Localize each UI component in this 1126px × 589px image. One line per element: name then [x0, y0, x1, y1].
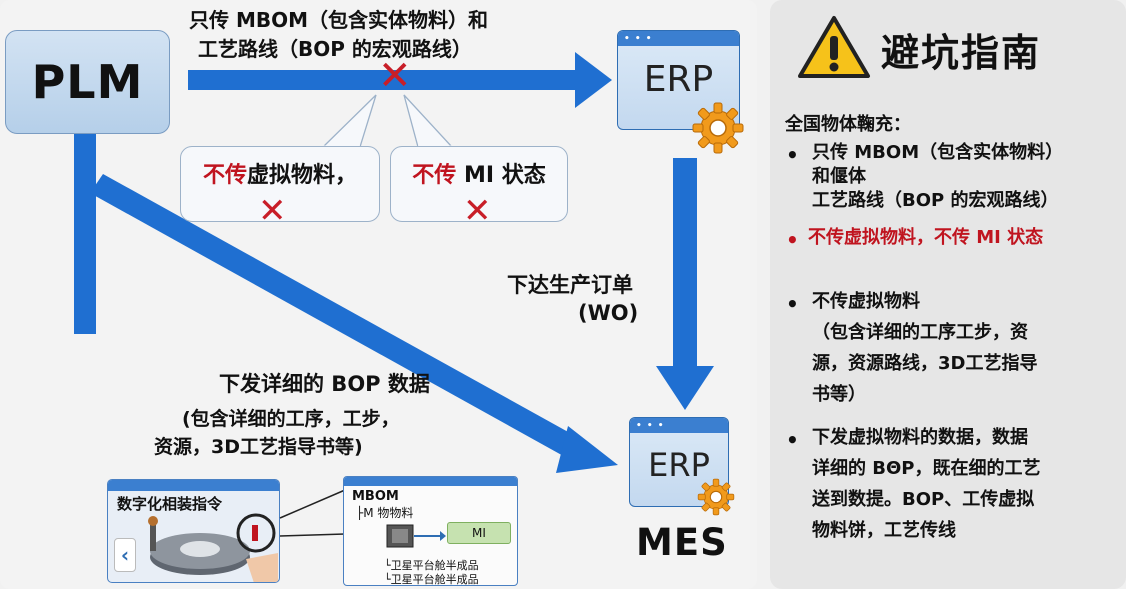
plm-down-shaft — [74, 134, 96, 334]
guide-heading: 全国物体鞠充： — [785, 114, 911, 135]
guide-title: 避坑指南 — [881, 31, 1042, 75]
gear-icon — [692, 102, 744, 154]
guide-item-1-line2: 和偃体 — [812, 166, 866, 187]
bullet-icon: • — [786, 228, 799, 252]
work-order-label-line1: 下达生产订单 — [507, 273, 633, 297]
callout-2-text: MI 状态 — [456, 163, 546, 188]
thumb-connector — [279, 489, 346, 537]
bop-label-line3: 资源，3D工艺指导书等) — [154, 436, 363, 458]
erp-mes-arrow-head — [656, 366, 714, 410]
top-flow-label-line2: 工艺路线（BOP 的宏观路线） — [198, 37, 472, 61]
mes-label: MES — [636, 521, 728, 564]
guide-item-3-line1: 不传虚拟物料 — [812, 291, 920, 312]
mi-label: MI — [472, 526, 486, 540]
mi-node: MI — [447, 522, 511, 544]
mbom-item-m: ├M 物物料 — [356, 506, 414, 520]
callout-no-virtual-material: 不传虚拟物料， — [180, 146, 380, 222]
guide-item-4-line4: 物料饼，工艺传线 — [812, 520, 956, 541]
callout-2-pointer — [403, 94, 454, 148]
callout-1-text: 虚拟物料， — [247, 163, 358, 188]
assembly-thumb-title: 数字化相装指令 — [117, 495, 223, 513]
callout-1-red-text: 不传 — [202, 163, 247, 188]
callout-no-mi-status: 不传 MI 状态 — [390, 146, 568, 222]
callout-1-x-icon: ✕ — [258, 191, 287, 231]
erp-mes-arrow-shaft — [673, 158, 697, 370]
blocked-x-icon: ✕ — [378, 53, 412, 99]
bullet-icon: • — [786, 292, 799, 316]
bop-label-line2: (包含详细的工序，工步， — [182, 408, 400, 430]
erp-top-title: ERP — [643, 59, 714, 100]
guide-item-1-line3: 工艺路线（BOP 的宏观路线） — [812, 190, 1059, 211]
mbom-sat-item-1: └卫星平台舱半成品 — [384, 559, 479, 572]
warning-icon — [798, 16, 870, 78]
plm-node: PLM — [5, 30, 170, 134]
plm-mes-arrow-head — [556, 426, 618, 473]
guide-item-4-line3: 送到数提。BOP、工传虚拟 — [812, 489, 1035, 510]
plm-label: PLM — [31, 55, 144, 109]
guide-item-3-line2: （包含详细的工序工步，资 — [812, 322, 1028, 343]
mbom-title: MBOM — [352, 489, 399, 504]
guide-item-2: 不传虚拟物料，不传 MI 状态 — [808, 227, 1044, 248]
chevron-left-icon[interactable]: ‹ — [114, 538, 136, 572]
guide-item-1-line1: 只传 MBOM（包含实体物料） — [812, 142, 1064, 163]
work-order-label-line2: (WO) — [578, 301, 639, 325]
erp-bottom-title: ERP — [648, 446, 710, 484]
mbom-tree-thumbnail: MBOM ├M 物物料 MI └卫星平台舱半成品 └卫星平台舱半成品 — [343, 476, 518, 586]
mbom-sat-item-2: └卫星平台舱半成品 — [384, 573, 479, 586]
guide-item-4-line1: 下发虚拟物料的数据，数据 — [812, 427, 1028, 448]
callout-2-red-text: 不传 — [412, 163, 457, 188]
plm-mes-arrow-shaft — [90, 174, 588, 463]
bullet-icon: • — [786, 143, 799, 167]
bullet-icon: • — [786, 428, 799, 452]
callout-1-pointer — [321, 94, 377, 148]
guide-item-4-line2: 详细的 BΘP，既在细的工艺 — [812, 458, 1041, 479]
window-dots-icon: • • • — [636, 421, 665, 431]
assembly-part-image — [148, 513, 278, 582]
component-icon — [386, 524, 446, 548]
gear-icon — [697, 478, 735, 516]
guide-item-3-line4: 书等） — [812, 384, 866, 405]
callout-2-x-icon: ✕ — [463, 191, 492, 231]
guide-panel — [770, 0, 1126, 589]
guide-item-3-line3: 源，资源路线，3D工艺指导 — [812, 353, 1038, 374]
assembly-instruction-thumbnail: 数字化相装指令 ‹ — [107, 479, 280, 583]
window-dots-icon: • • • — [624, 34, 653, 44]
plm-erp-arrow-head — [575, 52, 612, 108]
plm-erp-arrow-shaft — [188, 70, 580, 90]
top-flow-label-line1: 只传 MBOM（包含实体物料）和 — [189, 8, 489, 32]
bop-label-line1: 下发详细的 BOP 数据 — [219, 372, 430, 396]
